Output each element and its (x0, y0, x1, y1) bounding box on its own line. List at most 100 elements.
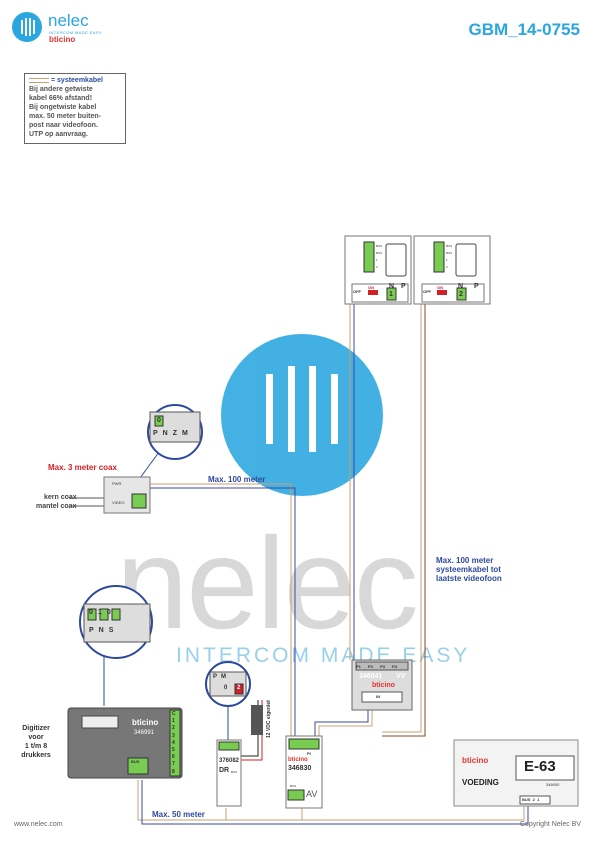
digitizer-terminal-label: 6 (172, 754, 175, 761)
digitizer-zoom-label: S (108, 627, 119, 634)
core-coax-label: kern coax (44, 494, 77, 501)
relay-model: 376082 (219, 758, 240, 764)
digitizer-terminal-label: 3 (172, 732, 175, 739)
vp1-n-jumper (386, 287, 397, 301)
wire-cam-b (148, 487, 296, 740)
max-100-system-line: Max. 100 meter (436, 556, 494, 565)
vp2-terminal-label: 1 (446, 258, 448, 262)
digitizer-zoom-value: 0 (89, 609, 98, 616)
relay-zoom-value: 0 (224, 685, 228, 691)
footer-website[interactable]: www.nelec.com (14, 821, 63, 828)
distributor-in-label: IN (376, 694, 380, 699)
distributor-brand: bticino (372, 682, 395, 689)
digitizer-terminal-label: 2 (172, 725, 175, 732)
camera-zoom-labels: PNZM (153, 430, 193, 437)
wire-cam-a (148, 483, 292, 740)
digitizer-title: Digitizer voor 1 t/m 8 drukkers (18, 724, 54, 760)
digitizer-zoom-label: P (89, 627, 99, 634)
vp1-col-p: P (401, 283, 406, 290)
vp1-switch-on: ON (368, 285, 374, 290)
vp2-terminal-block (433, 241, 445, 273)
legend-box: = systeemkabel Bij andere getwiste kabel… (24, 73, 126, 144)
relay-zoom-label: M (221, 674, 231, 680)
max-100-label: Max. 100 meter (208, 475, 266, 484)
digitizer-terminal-label: 7 (172, 761, 175, 768)
vp2-n-value: 2 (459, 291, 463, 298)
system-cable-swatch (29, 77, 49, 83)
av-model: 346830 (288, 765, 312, 772)
distributor-output-label: P2 (368, 664, 373, 669)
distributor-output-label: P4 (392, 664, 397, 669)
relay-zoom-label: P (213, 674, 222, 680)
shield-coax-label: mantel coax (36, 503, 77, 510)
relay-zoom-labels: PM (213, 674, 230, 680)
camera-zoom-label: N (162, 430, 173, 437)
psu-model: E-63 (524, 758, 556, 775)
digitizer-title-line: drukkers (21, 752, 51, 759)
vp2-col-n: N (458, 283, 464, 290)
vp2-terminal-label: 2 (446, 265, 448, 269)
vp2-terminal-label: BUS (446, 251, 453, 255)
watermark-word: nelec (116, 510, 419, 656)
psu-name: VOEDING (462, 778, 499, 787)
vp1-terminal-block (363, 241, 375, 273)
vp2-col-p: P (474, 283, 479, 290)
camera-zoom-label: M (182, 430, 193, 437)
vp1-col-n: N (389, 283, 395, 290)
digitizer-terminal-label: 8 (172, 768, 175, 775)
relay-zoom-value: 2 (237, 685, 241, 691)
digitizer-zoom-label: N (98, 627, 109, 634)
av-pi-label: PI (307, 751, 311, 756)
distributor-output-label: P3 (380, 664, 385, 669)
wire-dist-b (318, 700, 373, 740)
legend-line: kabel 66% afstand! (29, 95, 93, 102)
digitizer-terminals: C 1 2 3 4 5 6 7 8 (172, 711, 176, 776)
vp2-switch-off: OFF (423, 289, 431, 294)
vp2-on-switch (437, 290, 447, 295)
digitizer-bus-terminal (127, 757, 149, 775)
wire-vp2-a (382, 300, 422, 733)
digitizer-title-line: Digitizer (22, 725, 50, 732)
wire-bus-a (137, 780, 525, 821)
digitizer-title-line: voor (28, 734, 44, 741)
digitizer-terminal-label: C (172, 711, 176, 717)
document-number: GBM_14-0755 (468, 20, 580, 39)
vp1-switch-off: OFF (353, 289, 361, 294)
digitizer-bus-label: BUS (131, 759, 140, 764)
vp2-terminal-label: BUS (446, 244, 453, 248)
av-brand: bticino (288, 757, 308, 763)
distributor-model: 346841 (359, 673, 383, 680)
legend-title: = systeemkabel (51, 77, 103, 84)
digitizer-model: 346991 (134, 730, 155, 736)
psu-part: 346000 (546, 782, 560, 787)
vp1-terminal-label: 2 (376, 265, 378, 269)
max-100-system-line: systeemkabel tot (436, 565, 501, 574)
legend-line: Bij andere getwiste (29, 86, 93, 93)
distributor-outputs: P1 P2 P3 P4 (356, 664, 397, 669)
digitizer-terminal-label: 1 (172, 718, 175, 725)
wire-dist-a (314, 700, 369, 740)
relay-type: DR (219, 767, 230, 774)
vp1-n-value: 1 (389, 291, 393, 298)
digitizer-zoom-value: 1 (97, 609, 107, 616)
vp2-switch-on: ON (437, 285, 443, 290)
footer-copyright: Copyright Nelec BV (519, 821, 581, 828)
wire-vp2-b (382, 300, 426, 737)
digitizer-zoom-values: 010 (89, 609, 116, 616)
brand-tagline: INTERCOM MADE EASY (49, 30, 102, 35)
camera-zoom-value: 0 (157, 417, 161, 424)
nelec-logo-icon (12, 12, 42, 42)
videophone-2 (413, 235, 491, 305)
vp1-terminal-labels: BUS BUS 1 2 (376, 243, 384, 271)
vp2-n-jumper (456, 287, 467, 301)
camera-zoom-label: P (153, 430, 163, 437)
vp2-screen (455, 243, 477, 277)
watermark-circle (221, 334, 383, 496)
relay-sub: BUS (231, 770, 238, 774)
av-bus-label: BUS (290, 784, 297, 788)
legend-line: post naar videofoon. (29, 122, 98, 129)
digitizer-terminal-label: 5 (172, 747, 175, 754)
distributor-type: VV (396, 673, 406, 680)
vp1-on-switch (368, 290, 378, 295)
camera-pwr-label: PWR (112, 481, 122, 486)
